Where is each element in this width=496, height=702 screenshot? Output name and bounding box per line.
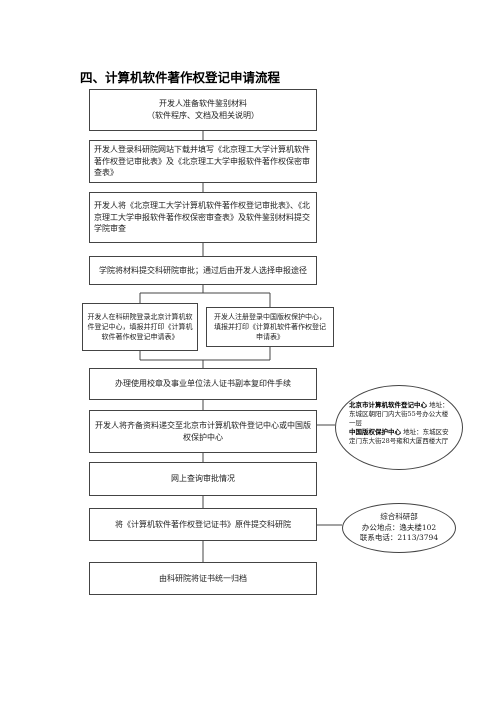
- step-copyright-center-route-text: 开发人注册登录中国版权保护中心，填报并打印《计算机软件著作权登记申请表》: [214, 312, 326, 342]
- note-beijing-center-address: 地址：东城区朝阳门内大街55号办公大楼一层: [349, 401, 449, 428]
- note-research-office-name: 综合科研部: [380, 512, 418, 522]
- step-submit-certificate-text: 将《计算机软件著作权登记证书》原件提交科研院: [115, 519, 291, 529]
- step-seal-procedures: 办理使用校章及事业单位法人证书副本复印件手续: [89, 368, 317, 400]
- step-beijing-center-route: 开发人在科研院登录北京计算机软件登记中心，填报并打印《计算机软件著作权登记申请表…: [82, 303, 198, 351]
- step-prepare-materials: 开发人准备软件鉴别材料 （软件程序、文档及相关说明）: [89, 89, 317, 131]
- note-research-office-location: 办公地点：逸夫楼102: [361, 522, 437, 532]
- note-beijing-center-name: 北京市计算机软件登记中心: [349, 401, 427, 409]
- step-research-approval: 学院将材料提交科研院审批；通过后由开发人选择申报途径: [89, 256, 317, 285]
- step-deliver-materials: 开发人将齐备资料递交至北京市计算机软件登记中心或中国版权保护中心: [89, 410, 317, 453]
- page-title: 四、计算机软件著作权登记申请流程: [80, 70, 281, 85]
- step-download-forms: 开发人登录科研院网站下载并填写《北京理工大学计算机软件著作权登记审批表》及《北京…: [89, 140, 317, 183]
- step-download-forms-text: 开发人登录科研院网站下载并填写《北京理工大学计算机软件著作权登记审批表》及《北京…: [94, 145, 310, 178]
- step-prepare-materials-line1: 开发人准备软件鉴别材料: [159, 99, 247, 109]
- step-submit-certificate: 将《计算机软件著作权登记证书》原件提交科研院: [89, 508, 317, 541]
- step-seal-procedures-text: 办理使用校章及事业单位法人证书副本复印件手续: [115, 379, 291, 389]
- step-submit-college-text: 开发人将《北京理工大学计算机软件著作权登记审批表》、《北京理工大学申报软件著作权…: [94, 201, 310, 234]
- step-archive-certificate: 由科研院将证书统一归档: [89, 562, 317, 595]
- note-registration-addresses: 北京市计算机软件登记中心 地址：东城区朝阳门内大街55号办公大楼一层 中国版权保…: [335, 385, 463, 470]
- step-online-query-text: 网上查询审批情况: [171, 474, 235, 484]
- step-prepare-materials-line2: （软件程序、文档及相关说明）: [147, 111, 259, 120]
- step-beijing-center-route-text: 开发人在科研院登录北京计算机软件登记中心，填报并打印《计算机软件著作权登记申请表…: [87, 312, 193, 342]
- note-copyright-center-address: 地址：东城区安定门东大街28号雍和大厦西楼大厅: [349, 428, 449, 446]
- note-research-office-phone: 联系电话：2113/3794: [359, 533, 439, 543]
- note-copyright-center-name: 中国版权保护中心: [349, 428, 401, 437]
- step-archive-certificate-text: 由科研院将证书统一归档: [159, 573, 247, 583]
- step-copyright-center-route: 开发人注册登录中国版权保护中心，填报并打印《计算机软件著作权登记申请表》: [206, 307, 334, 347]
- step-deliver-materials-text: 开发人将齐备资料递交至北京市计算机软件登记中心或中国版权保护中心: [95, 420, 311, 442]
- step-online-query: 网上查询审批情况: [89, 462, 317, 496]
- note-research-office: 综合科研部 办公地点：逸夫楼102 联系电话：2113/3794: [342, 503, 456, 553]
- step-research-approval-text: 学院将材料提交科研院审批；通过后由开发人选择申报途径: [99, 265, 307, 275]
- step-submit-college: 开发人将《北京理工大学计算机软件著作权登记审批表》、《北京理工大学申报软件著作权…: [89, 192, 317, 243]
